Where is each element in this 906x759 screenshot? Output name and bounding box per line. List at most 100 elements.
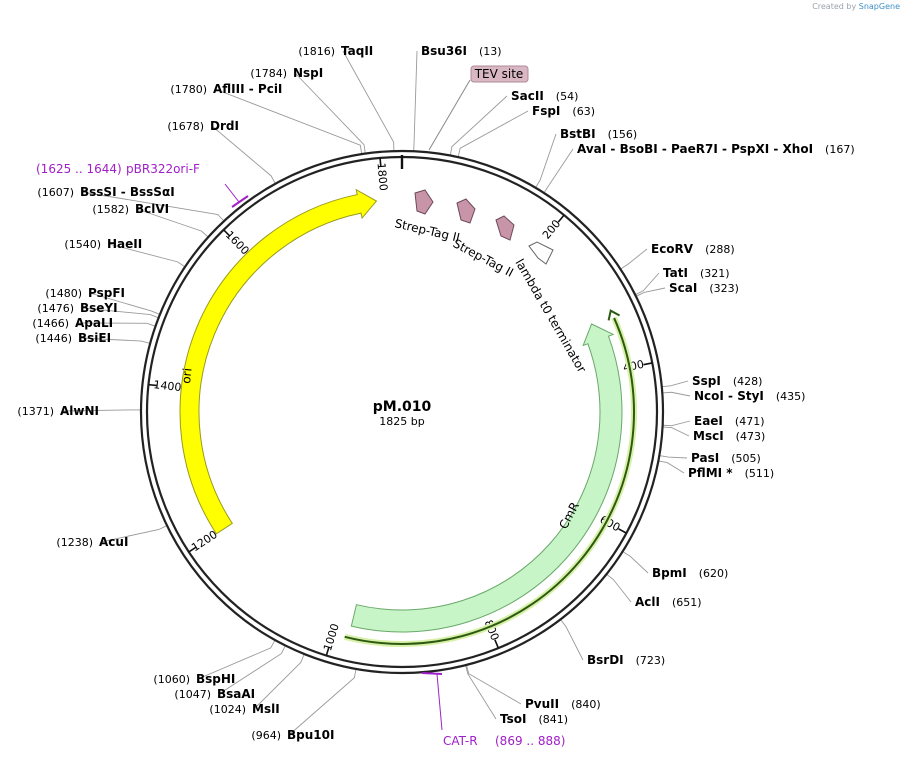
site-name: PspFI (88, 286, 125, 300)
site-name: BclVI (135, 202, 169, 216)
feature-tev-site[interactable]: TEV site (428, 65, 529, 151)
feature-lambda-t0-terminator[interactable]: lambda t0 terminator (512, 241, 589, 376)
site-ncoi[interactable]: NcoI - StyI(435) (694, 389, 805, 403)
site-drdi[interactable]: DrdI(1678) (167, 119, 239, 133)
site-tsoi[interactable]: TsoI(841) (500, 712, 568, 726)
site-leader (100, 525, 168, 543)
site-eaei[interactable]: EaeI(471) (694, 414, 765, 428)
site-bclvi[interactable]: BclVI(1582) (92, 202, 169, 216)
plasmid-size: 1825 bp (379, 415, 424, 428)
site-bstbi[interactable]: BstBI(156) (560, 127, 637, 141)
site-msli[interactable]: MslI(1024) (209, 702, 279, 716)
cmr-orf-arrowhead (607, 309, 621, 321)
cmr-orf-line (344, 317, 635, 645)
site-taqii[interactable]: TaqII(1816) (298, 44, 373, 58)
site-position: (156) (608, 128, 638, 141)
site-label: FspI(63) (532, 104, 595, 118)
site-leader (635, 287, 666, 297)
site-bsu36i[interactable]: Bsu36I(13) (421, 44, 502, 58)
site-label: BsiEI (78, 331, 111, 345)
site-label: TsoI(841) (500, 712, 568, 726)
site-name: PasI (691, 451, 719, 465)
site-acui[interactable]: AcuI(1238) (56, 535, 128, 549)
site-label: PspFI (88, 286, 125, 300)
site-acli[interactable]: AclI(651) (635, 595, 702, 609)
site-position: (1238) (56, 536, 93, 549)
site-bsphi[interactable]: BspHI(1060) (153, 672, 235, 686)
terminator-arrow (528, 241, 554, 265)
site-leader (288, 668, 357, 736)
site-pflmi[interactable]: PflMI *(511) (688, 466, 774, 480)
site-ecorv[interactable]: EcoRV(288) (651, 242, 735, 256)
feature-strep-tag-1[interactable]: Strep-Tag II (393, 189, 461, 245)
site-label: Bpu10I (287, 728, 334, 742)
site-position: (288) (705, 243, 735, 256)
primer-cat-r[interactable]: CAT-R (869 .. 888) (421, 672, 565, 748)
site-fspi[interactable]: FspI(63) (532, 104, 595, 118)
site-afliii[interactable]: AflIII - PciI(1780) (170, 82, 282, 96)
site-name: Bpu10I (287, 728, 334, 742)
feature-strep-tag-3[interactable] (495, 215, 515, 241)
site-scai[interactable]: ScaI(323) (669, 281, 739, 295)
site-sspi[interactable]: SspI (428) (692, 374, 762, 388)
site-bpu10i[interactable]: Bpu10I(964) (251, 728, 334, 742)
site-name: BsiEI (78, 331, 111, 345)
strep-tag-label: Strep-Tag II (451, 236, 516, 280)
site-leader (560, 619, 584, 661)
primer-pbr322ori-f[interactable]: (1625 .. 1644) pBR322ori-F (36, 162, 249, 208)
site-label: AlwNI (60, 404, 99, 418)
primer-name-text: CAT-R (443, 734, 478, 748)
backbone-outer (139, 149, 665, 675)
cmr-arc[interactable] (350, 323, 623, 633)
site-bsssi[interactable]: BssSI - BssSαI(1607) (37, 185, 174, 199)
site-bsiei[interactable]: BsiEI(1446) (35, 331, 111, 345)
site-label: MslI (252, 702, 280, 716)
site-label: PasI(505) (691, 451, 761, 465)
site-position: (428) (733, 375, 763, 388)
site-position: (841) (538, 713, 568, 726)
site-nspi[interactable]: NspI(1784) (250, 66, 323, 80)
site-bseyi[interactable]: BseYI(1476) (37, 301, 117, 315)
site-label: ApaLI (75, 316, 113, 330)
snapgene-credit: Created by SnapGene (812, 2, 900, 11)
site-leader (81, 191, 225, 222)
site-apali[interactable]: ApaLI(1466) (32, 316, 113, 330)
site-msci[interactable]: MscI (473) (693, 429, 765, 443)
site-name: SspI (692, 374, 721, 388)
tick-mark (379, 157, 382, 167)
site-bsaai[interactable]: BsaAI(1047) (174, 687, 255, 701)
terminator-text: lambda t0 terminator (512, 257, 589, 376)
site-tati[interactable]: TatI(321) (663, 266, 730, 280)
site-bpmi[interactable]: BpmI(620) (652, 566, 728, 580)
site-leader (543, 148, 574, 194)
tick-label: 1000 (321, 622, 342, 653)
primer-name: CAT-R (443, 734, 478, 748)
site-label: BpmI(620) (652, 566, 728, 580)
site-name: TatI (663, 266, 688, 280)
site-name: ScaI (669, 281, 697, 295)
site-leader (662, 391, 691, 397)
site-label: AclI(651) (635, 595, 702, 609)
tev-site-label: TEV site (474, 67, 524, 81)
site-avai[interactable]: AvaI - BsoBI - PaeR7I - PspXI - XhoI(167… (577, 142, 855, 156)
site-name: AclI (635, 595, 660, 609)
site-position: (471) (735, 415, 765, 428)
site-sacii[interactable]: SacII(54) (511, 89, 578, 103)
site-pspfi[interactable]: PspFI(1480) (45, 286, 125, 300)
tick-mark (188, 546, 197, 553)
site-pvuii[interactable]: PvuII(840) (525, 697, 601, 711)
site-pasi[interactable]: PasI(505) (691, 451, 761, 465)
feature-strep-tag-2[interactable]: Strep-Tag II (451, 198, 516, 280)
ori-text: ori (179, 367, 195, 384)
site-name: MscI (693, 429, 724, 443)
site-leader (253, 653, 305, 710)
site-bsrdi[interactable]: BsrDI(723) (587, 653, 665, 667)
site-position: (473) (736, 430, 766, 443)
site-alwni[interactable]: AlwNI(1371) (17, 404, 99, 418)
tick-label: 1400 (153, 378, 182, 394)
ori-arc[interactable] (179, 188, 378, 535)
tev-site-text: TEV site (474, 67, 524, 81)
site-label: NcoI - StyI(435) (694, 389, 805, 403)
site-label: SacII(54) (511, 89, 578, 103)
site-haeii[interactable]: HaeII(1540) (64, 237, 142, 251)
